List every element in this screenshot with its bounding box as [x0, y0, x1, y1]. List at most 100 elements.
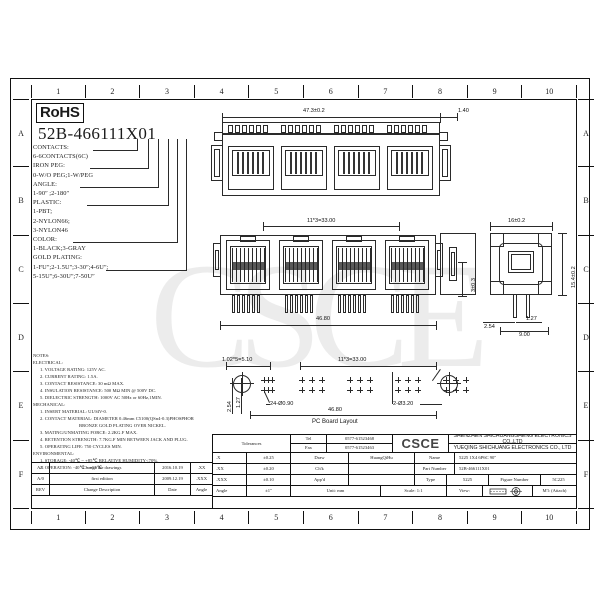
angle-label: Angle	[213, 486, 247, 497]
front-view-pin	[416, 295, 419, 313]
front-view-pin	[242, 295, 245, 313]
legend-line-4: ANGLE:	[33, 180, 58, 188]
chk-value	[349, 464, 415, 475]
front-view-contact-band	[232, 262, 264, 270]
top-view-contact-finger	[416, 152, 418, 174]
front-view-pin	[391, 295, 394, 313]
legend-line-14: 5-15Uʺ;6-30Uʺ;7-50Uʺ	[33, 272, 95, 280]
dim-side-peg: 3±0.3	[471, 278, 477, 292]
notes-item-1-3: 3. MATING/UNMATING FORCE: 2.2KG.F MAX.	[40, 430, 138, 435]
top-view-slot	[387, 125, 392, 133]
pcb-pad	[319, 377, 325, 383]
view-label: View:	[447, 486, 483, 497]
legend-line-9: 3-NYLON46	[33, 226, 68, 234]
legend-line-6: PLASTIC:	[33, 199, 62, 207]
name-value: 5225 1X4 6P6C 90ʺ	[455, 453, 576, 464]
rohs-badge: RoHS	[36, 103, 84, 123]
frame-row-right-B: B	[578, 167, 594, 236]
dim-pcb-overall: 46.80	[328, 407, 342, 413]
frame-row-right-C: C	[578, 236, 594, 304]
front-view-pin	[406, 295, 409, 313]
legend-line-7: 1-PBT;	[33, 208, 53, 216]
pcb-pad	[415, 387, 421, 393]
frame-column-bottom-4: 4	[195, 511, 250, 524]
legend-line-5: 1-90ʺ ;2-180ʺ	[33, 190, 69, 198]
frame-column-bottom-6: 6	[304, 511, 359, 524]
tol-value-2: ±0.20	[247, 464, 291, 475]
front-view-pin	[237, 295, 240, 313]
top-view-contact-finger	[411, 152, 413, 174]
front-view-port-key	[399, 236, 415, 242]
front-view-contact	[317, 248, 318, 282]
dim-top-overall: 47.3±0.2	[303, 108, 325, 114]
top-view-slot	[355, 125, 360, 133]
frame-row-right-D: D	[578, 304, 594, 373]
company-line-1: SHENZHEN SHICHUANGSHENG ELECTRONICS CO.,…	[449, 435, 576, 444]
front-view-pin	[257, 295, 260, 313]
top-view-slot	[362, 125, 367, 133]
leader-ironpeg-v	[148, 139, 149, 169]
front-view-pin	[300, 295, 303, 313]
dim-front-pitch: 11*3=33.00	[307, 218, 336, 224]
front-view-pin	[232, 295, 235, 313]
watermark: CSCE	[150, 233, 489, 399]
front-view-pin	[247, 295, 250, 313]
front-view-contact-band	[338, 262, 370, 270]
appd-value	[349, 475, 415, 486]
frame-column-bottom-3: 3	[140, 511, 195, 524]
pcb-pad	[265, 387, 271, 393]
frame-column-9: 9	[468, 85, 523, 98]
front-view-port-cavity	[230, 246, 266, 284]
pcb-pad	[367, 387, 373, 393]
front-view-pin	[363, 295, 366, 313]
notes-item-2-0: 1. STORAGE: -40℃ ~ +85℃ RELATIVE HUMIDIT…	[40, 458, 159, 463]
front-view-pin	[353, 295, 356, 313]
notes-heading-1: MECHANICAL:	[33, 402, 66, 407]
draw-value: HuangQiHu	[349, 453, 415, 464]
front-view-pin	[295, 295, 298, 313]
front-view-port	[226, 240, 270, 290]
rev-1-date: 2016.10.19	[155, 463, 191, 474]
tel-value: 0577-61523468	[327, 435, 393, 444]
legend-line-3: 0-W/O PEG;1-W/PEG	[33, 171, 94, 179]
front-view-port-cavity	[283, 246, 319, 284]
frame-row-right-F: F	[578, 441, 594, 509]
front-view-pin	[401, 295, 404, 313]
top-view-slot	[295, 125, 300, 133]
notes-heading-0: ELECTRICAL:	[33, 360, 63, 365]
pcb-pad	[367, 377, 373, 383]
rev-header-date: Date	[155, 485, 191, 496]
fax-label: Fax	[291, 444, 327, 453]
top-view-slot	[309, 125, 314, 133]
scale-label: Scale: 1:1	[381, 486, 447, 497]
pcb-pad	[357, 387, 363, 393]
dim-pcb-hole-large: 2-Ø3.20	[393, 401, 414, 407]
leader-plastic	[87, 205, 169, 206]
leader-color	[73, 242, 178, 243]
top-view-contact-finger	[315, 152, 317, 174]
frame-column-8: 8	[413, 85, 468, 98]
dim-side-c: 9.00	[519, 332, 530, 338]
company-logo: CSCE	[393, 435, 449, 453]
legend-line-2: IRON PEG:	[33, 162, 65, 170]
dim-side-height: 15.4±0.2	[571, 266, 577, 288]
projection-symbol	[483, 486, 533, 497]
part-number-label: Part Number	[415, 464, 455, 475]
tel-label: Tel	[291, 435, 327, 444]
top-view-contact-finger	[262, 152, 264, 174]
tol-place-1: .X	[213, 453, 247, 464]
top-view-slot	[302, 125, 307, 133]
notes-title: NOTES:	[33, 353, 50, 358]
frame-column-bottom-5: 5	[249, 511, 304, 524]
top-view-contact-finger	[396, 152, 398, 174]
front-view-port-cavity	[336, 246, 372, 284]
part-number-legend: CONTACTS:6-6CONTACTS(6C)IRON PEG:0-W/O P…	[33, 143, 203, 281]
pcb-pad	[265, 377, 271, 383]
top-view-contact-finger	[348, 152, 350, 174]
pcb-pad	[443, 377, 449, 383]
top-view-contact-finger	[368, 152, 370, 174]
front-view-pin	[252, 295, 255, 313]
frame-row-B: B	[13, 167, 29, 236]
notes-block: NOTES:ELECTRICAL:1. VOLTAGE RATING: 125V…	[33, 352, 223, 471]
